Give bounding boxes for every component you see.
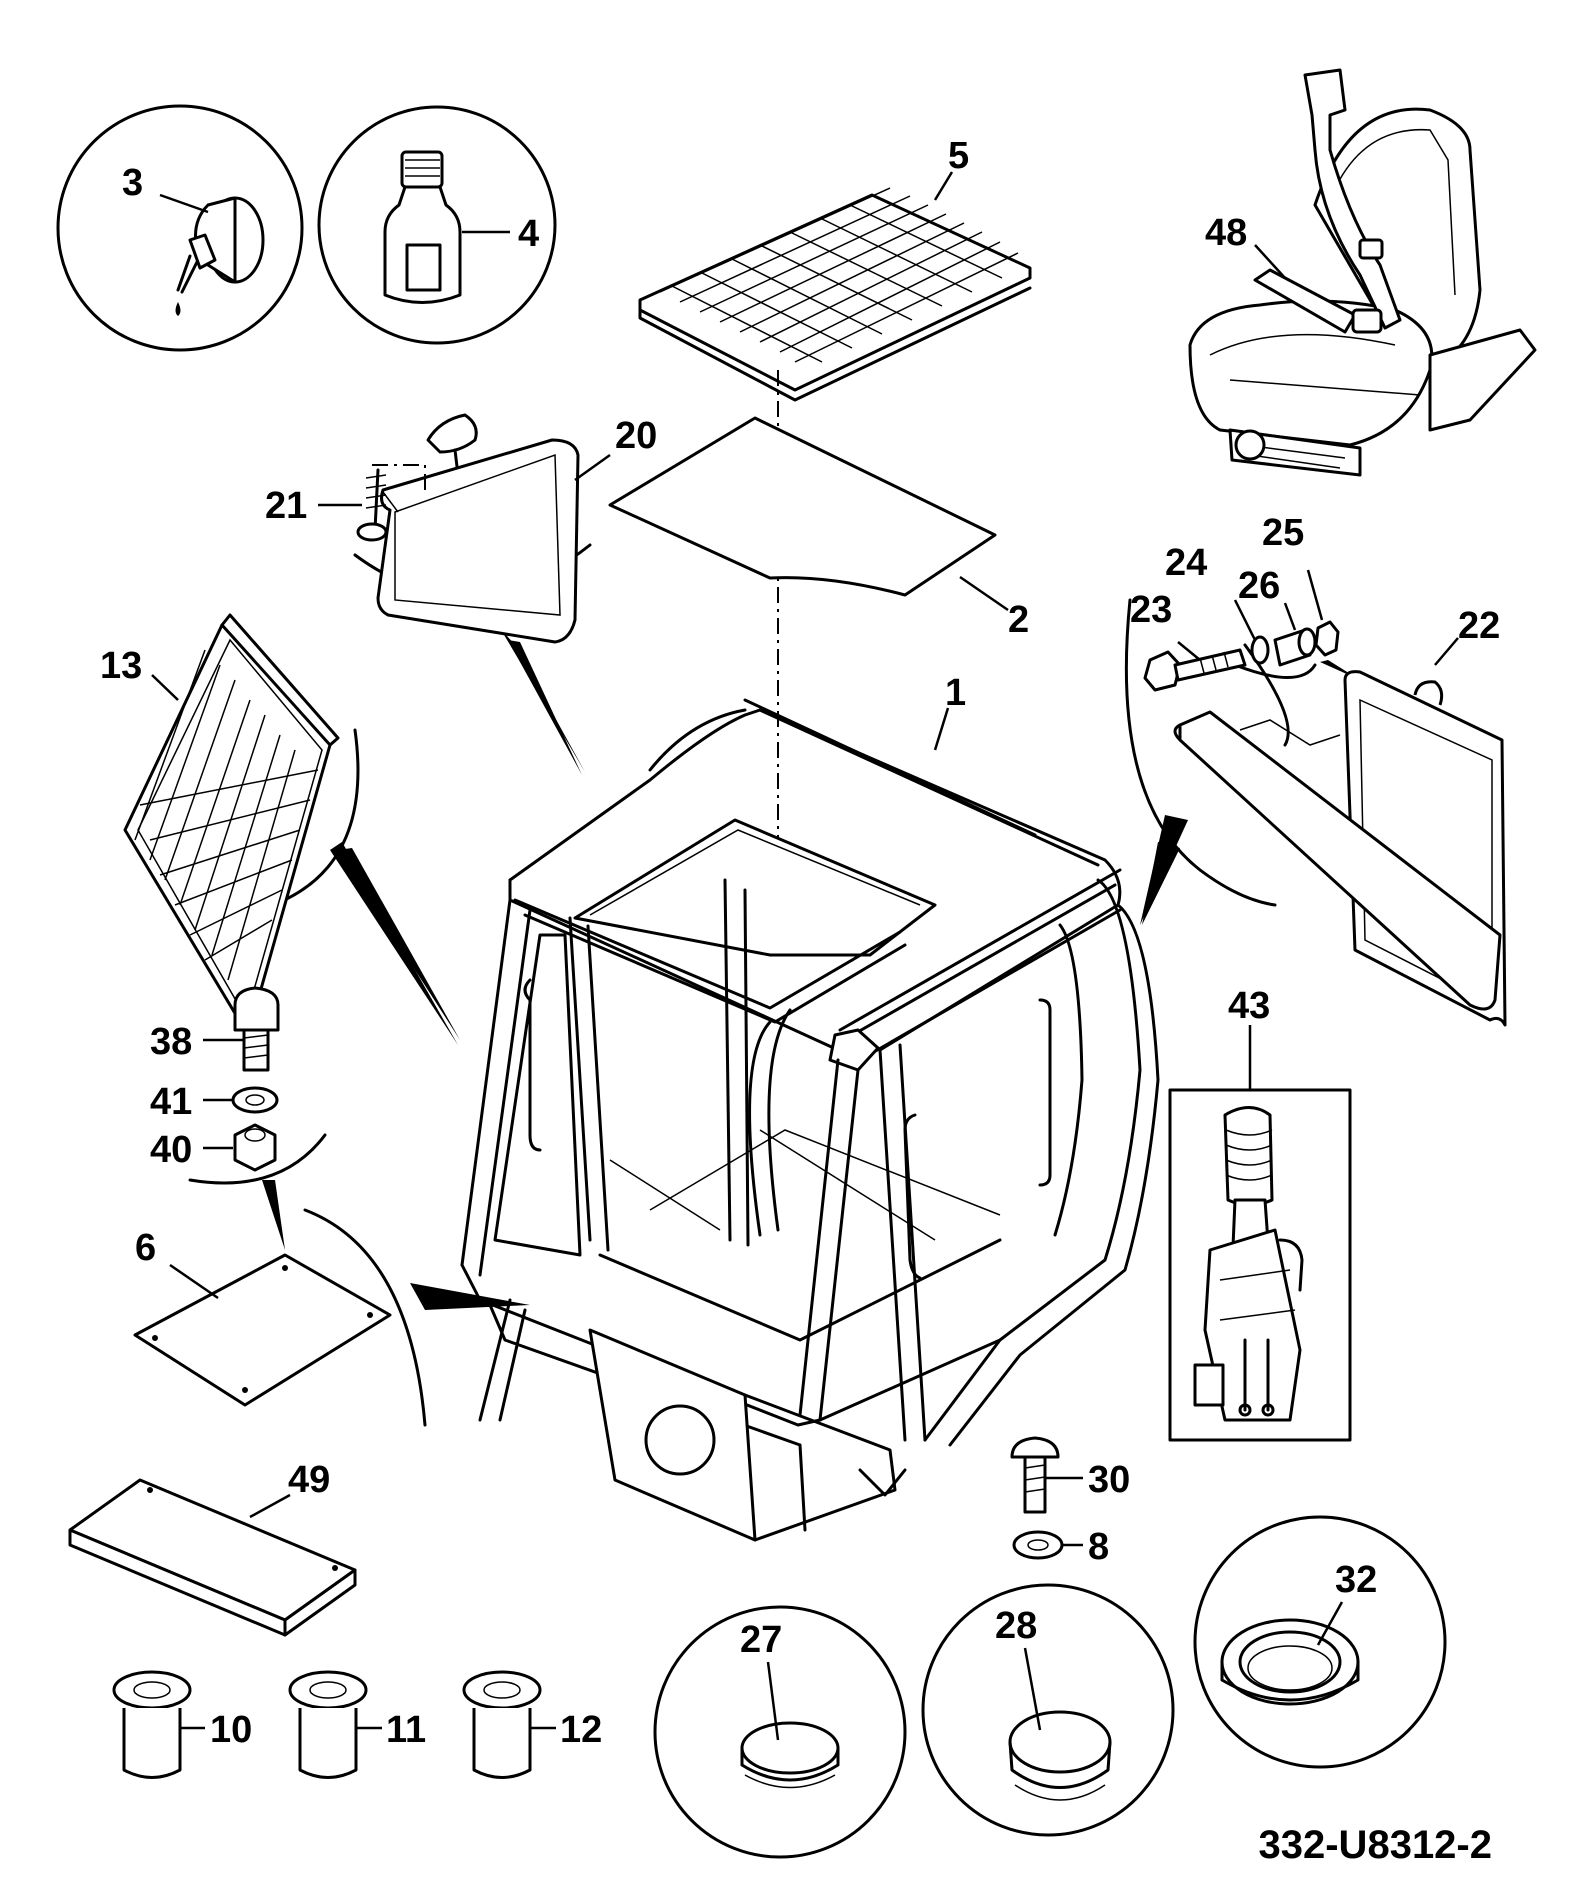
leader-lines <box>151 171 1459 1741</box>
bush-10 <box>112 1670 192 1779</box>
callout-49: 49 <box>288 1459 330 1501</box>
callout-32: 32 <box>1335 1559 1377 1601</box>
detail-circle-plug-27 <box>653 1605 907 1859</box>
callout-22: 22 <box>1458 605 1500 647</box>
detail-arc-floor <box>188 1133 530 1427</box>
mirror <box>376 413 580 644</box>
callout-20: 20 <box>615 415 657 457</box>
bolt-38 <box>233 986 280 1072</box>
guard-grille <box>638 187 1032 402</box>
callout-2: 2 <box>1008 599 1029 641</box>
callout-6: 6 <box>135 1227 156 1269</box>
callout-41: 41 <box>150 1081 192 1123</box>
callout-24: 24 <box>1165 542 1207 584</box>
detail-circle-plug-28 <box>921 1583 1175 1837</box>
callout-30: 30 <box>1088 1459 1130 1501</box>
callout-10: 10 <box>210 1709 252 1751</box>
callout-40: 40 <box>150 1129 192 1171</box>
cab-frame <box>460 698 1160 1542</box>
callout-12: 12 <box>560 1709 602 1751</box>
callout-5: 5 <box>948 135 969 177</box>
floor-panel <box>133 1253 392 1407</box>
callout-3: 3 <box>122 162 143 204</box>
callout-11: 11 <box>386 1709 426 1751</box>
washer-8 <box>1012 1530 1064 1560</box>
callout-8: 8 <box>1088 1526 1109 1568</box>
window-panel <box>1173 670 1507 1027</box>
washer-24 <box>1250 635 1270 665</box>
callout-25: 25 <box>1262 512 1304 554</box>
window-screen <box>123 613 340 1037</box>
callout-43: 43 <box>1228 985 1270 1027</box>
trim-strip <box>68 1478 357 1637</box>
nut-40 <box>233 1123 277 1172</box>
callout-23: 23 <box>1130 589 1172 631</box>
callout-38: 38 <box>150 1021 192 1063</box>
hand-lever-box <box>1168 1088 1352 1442</box>
callout-28: 28 <box>995 1605 1037 1647</box>
callout-26: 26 <box>1238 565 1280 607</box>
callout-21: 21 <box>265 485 307 527</box>
washer-41 <box>231 1086 279 1114</box>
mirror-screw <box>356 464 426 542</box>
callout-1: 1 <box>945 672 966 714</box>
bolt-23 <box>1143 648 1247 692</box>
nut-25 <box>1314 620 1340 657</box>
callout-labels: 3 4 5 2 1 20 21 13 48 22 23 24 26 25 43 … <box>100 135 1500 1867</box>
detail-circle-bottle <box>317 105 557 345</box>
callout-48: 48 <box>1205 212 1247 254</box>
callout-13: 13 <box>100 645 142 687</box>
seat <box>1188 68 1537 477</box>
spacer-26 <box>1273 627 1317 667</box>
roof-sheet <box>608 416 997 597</box>
bolt-30 <box>1010 1436 1060 1514</box>
callout-27: 27 <box>740 1619 782 1661</box>
callout-4: 4 <box>518 213 539 255</box>
bush-11 <box>288 1670 368 1779</box>
bush-12 <box>462 1670 542 1779</box>
drawing-reference: 332-U8312-2 <box>1259 1823 1493 1867</box>
detail-circle-sealant <box>56 104 304 352</box>
detail-circle-grommet-32 <box>1193 1515 1447 1769</box>
